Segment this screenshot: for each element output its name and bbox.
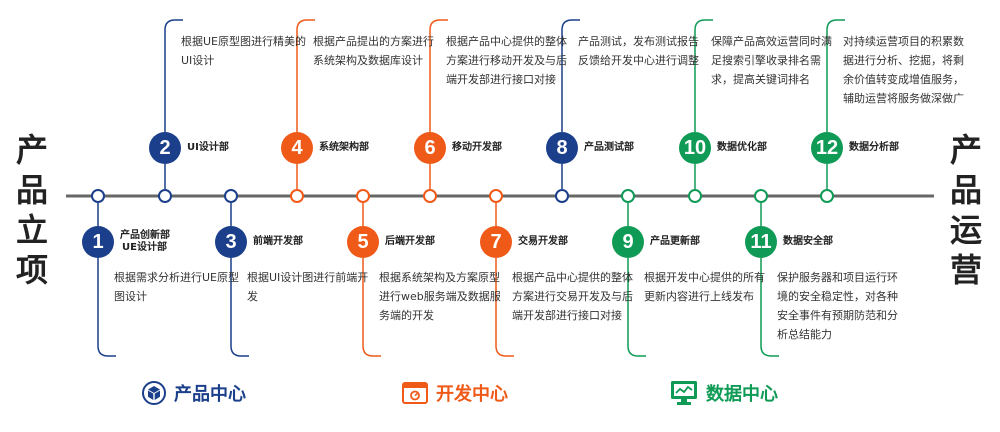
product-center-text: 产品中心 — [174, 384, 246, 405]
step-hook — [627, 258, 646, 357]
step-department: 后端开发部 — [385, 236, 435, 247]
step-hook — [760, 258, 779, 357]
step-number-badge: 8 — [546, 132, 578, 164]
left-end-label: 产 品 立 项 — [12, 130, 52, 290]
right-end-label: 产 品 运 营 — [946, 130, 986, 290]
step-hook — [296, 19, 315, 132]
left-end-char: 项 — [15, 251, 48, 289]
right-end-char: 产 — [949, 131, 982, 169]
step-number-badge: 11 — [745, 226, 777, 258]
step-number-badge: 12 — [811, 132, 843, 164]
dev-center-text: 开发中心 — [436, 384, 508, 405]
step-description: 对持续运营项目的积累数据进行分析、挖掘，将剩余价值转变成增值服务，辅助运营将服务… — [843, 35, 964, 105]
browser-window-icon — [402, 382, 428, 404]
step-description: 根据产品中心提供的整体方案进行移动开发及与后端开发部进行接口对接 — [446, 35, 567, 86]
step-description: 产品测试，发布测试报告反馈给开发中心进行调整 — [578, 35, 699, 67]
step-department: 产品更新部 — [650, 236, 700, 247]
step-department: 数据分析部 — [849, 142, 899, 153]
dev-center-label: 开发中心 — [402, 378, 508, 408]
timeline-node — [555, 189, 569, 203]
step-department: 系统架构部 — [319, 142, 369, 153]
step-department: 移动开发部 — [452, 142, 502, 153]
timeline-node — [489, 189, 503, 203]
timeline-node — [820, 189, 834, 203]
step-number-badge: 2 — [149, 132, 181, 164]
step-number-badge: 6 — [414, 132, 446, 164]
step-description: 根据需求分析进行UE原型图设计 — [114, 271, 240, 303]
step-number-badge: 5 — [347, 226, 379, 258]
data-center-text: 数据中心 — [706, 384, 778, 405]
step-hook — [429, 19, 448, 132]
step-department: 产品测试部 — [584, 142, 634, 153]
step-hook — [561, 19, 580, 132]
step-hook — [230, 258, 249, 357]
step-number-badge: 7 — [480, 226, 512, 258]
step-description: 保护服务器和项目运行环境的安全稳定性，对各种安全事件有预期防范和分析总结能力 — [777, 271, 898, 341]
step-hook — [495, 258, 514, 357]
product-center-label: 产品中心 — [142, 378, 246, 408]
step-department: 交易开发部 — [518, 236, 568, 247]
timeline-node — [754, 189, 768, 203]
left-end-char: 产 — [15, 131, 48, 169]
step-number-badge: 3 — [215, 226, 247, 258]
step-department: 前端开发部 — [253, 236, 303, 247]
left-end-char: 立 — [15, 211, 48, 249]
step-number-badge: 4 — [281, 132, 313, 164]
step-hook — [694, 19, 713, 132]
step-description: 根据系统架构及方案原型进行web服务端及数据服务端的开发 — [379, 271, 501, 322]
right-end-char: 运 — [949, 211, 982, 249]
step-number-badge: 9 — [612, 226, 644, 258]
timeline-node — [688, 189, 702, 203]
step-hook — [362, 258, 381, 357]
step-description: 根据产品提出的方案进行系统架构及数据库设计 — [313, 35, 434, 67]
timeline-node — [621, 189, 635, 203]
step-description: 根据产品中心提供的整体方案进行交易开发及与后端开发部进行接口对接 — [512, 271, 633, 322]
step-description: 根据UI设计图进行前端开发 — [247, 271, 369, 303]
step-hook — [164, 19, 183, 132]
cube-icon — [142, 381, 166, 405]
timeline-node — [158, 189, 172, 203]
data-center-label: 数据中心 — [670, 378, 778, 408]
step-department: 数据安全部 — [783, 236, 833, 247]
step-number-badge: 1 — [82, 226, 114, 258]
monitor-chart-icon — [671, 381, 697, 405]
right-end-char: 品 — [949, 171, 982, 209]
right-end-char: 营 — [949, 251, 982, 289]
step-hook — [97, 258, 116, 357]
step-number-badge: 10 — [679, 132, 711, 164]
step-description: 根据开发中心提供的所有更新内容进行上线发布 — [644, 271, 765, 303]
timeline-node — [290, 189, 304, 203]
step-hook — [826, 19, 845, 132]
step-description: 根据UE原型图进行精美的UI设计 — [181, 35, 307, 67]
timeline-node — [91, 189, 105, 203]
timeline-node — [423, 189, 437, 203]
timeline-node — [356, 189, 370, 203]
step-description: 保障产品高效运营同时满足搜索引擎收录排名需求，提高关键词排名 — [711, 35, 832, 86]
timeline-node — [224, 189, 238, 203]
step-department: UI设计部 — [187, 142, 229, 153]
left-end-char: 品 — [15, 171, 48, 209]
step-department: 数据优化部 — [717, 142, 767, 153]
